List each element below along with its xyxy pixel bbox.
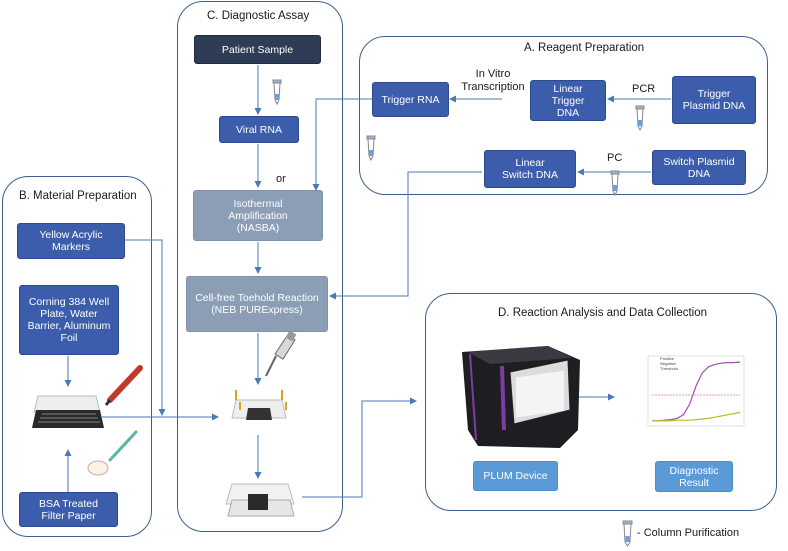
plum-device-box: PLUM Device (473, 461, 558, 491)
panel-diagnostic-assay (177, 1, 343, 532)
trigger-rna-box: Trigger RNA (372, 82, 449, 117)
patient-sample-box: Patient Sample (194, 35, 321, 64)
result-chart-series (652, 361, 741, 422)
in-vitro-transcription-label: In Vitro Transcription (461, 68, 525, 93)
legend-negative: Negative (660, 361, 676, 366)
trigger-plasmid-dna-box: Trigger Plasmid DNA (672, 76, 756, 124)
corning-plate-box: Corning 384 Well Plate, Water Barrier, A… (19, 285, 119, 355)
legend-column-purification: - Column Purification (637, 527, 740, 539)
filter-paper-icon (87, 460, 109, 476)
viral-rna-box: Viral RNA (219, 116, 299, 143)
legend-threshold: Threshold (660, 366, 678, 371)
tube-icon-legend (622, 520, 633, 547)
or-label: or (276, 173, 286, 185)
cellfree-reaction-box: Cell-free Toehold Reaction (NEB PURExpre… (186, 276, 328, 332)
legend-positive: Positive (660, 356, 675, 361)
tube-icon-1 (272, 79, 282, 106)
pipette-icon (265, 330, 297, 377)
panel-title-d: D. Reaction Analysis and Data Collection (498, 307, 708, 319)
panel-title-a: A. Reagent Preparation (524, 42, 645, 54)
marker-pen-icon (104, 365, 143, 406)
tube-icon-4 (610, 170, 620, 197)
diagnostic-result-box: Diagnostic Result (655, 461, 733, 492)
assay-plate-icon (231, 390, 287, 420)
well-plate-icon (32, 395, 104, 428)
tube-icon-3 (635, 105, 645, 132)
sealed-plate-icon (225, 483, 295, 517)
pcr-label: PCR (632, 83, 656, 95)
series-line-threshold (652, 411, 741, 422)
pen-icon (108, 430, 138, 462)
isothermal-amplification-box: Isothermal Amplification (NASBA) (193, 190, 323, 241)
linear-switch-dna-box: Linear Switch DNA (484, 150, 576, 188)
bsa-filter-paper-box: BSA Treated Filter Paper (19, 492, 118, 527)
yellow-acrylic-markers-box: Yellow Acrylic Markers (17, 223, 125, 259)
linear-trigger-dna-box: Linear Trigger DNA (530, 80, 606, 121)
switch-plasmid-dna-box: Switch Plasmid DNA (652, 150, 746, 185)
panel-title-c: C. Diagnostic Assay (207, 10, 310, 22)
tube-icon-2 (366, 135, 376, 162)
series-line-positive (652, 361, 741, 422)
plum-device-image (462, 346, 580, 448)
panel-title-b: B. Material Preparation (19, 190, 137, 202)
pc-label: PC (607, 152, 623, 164)
